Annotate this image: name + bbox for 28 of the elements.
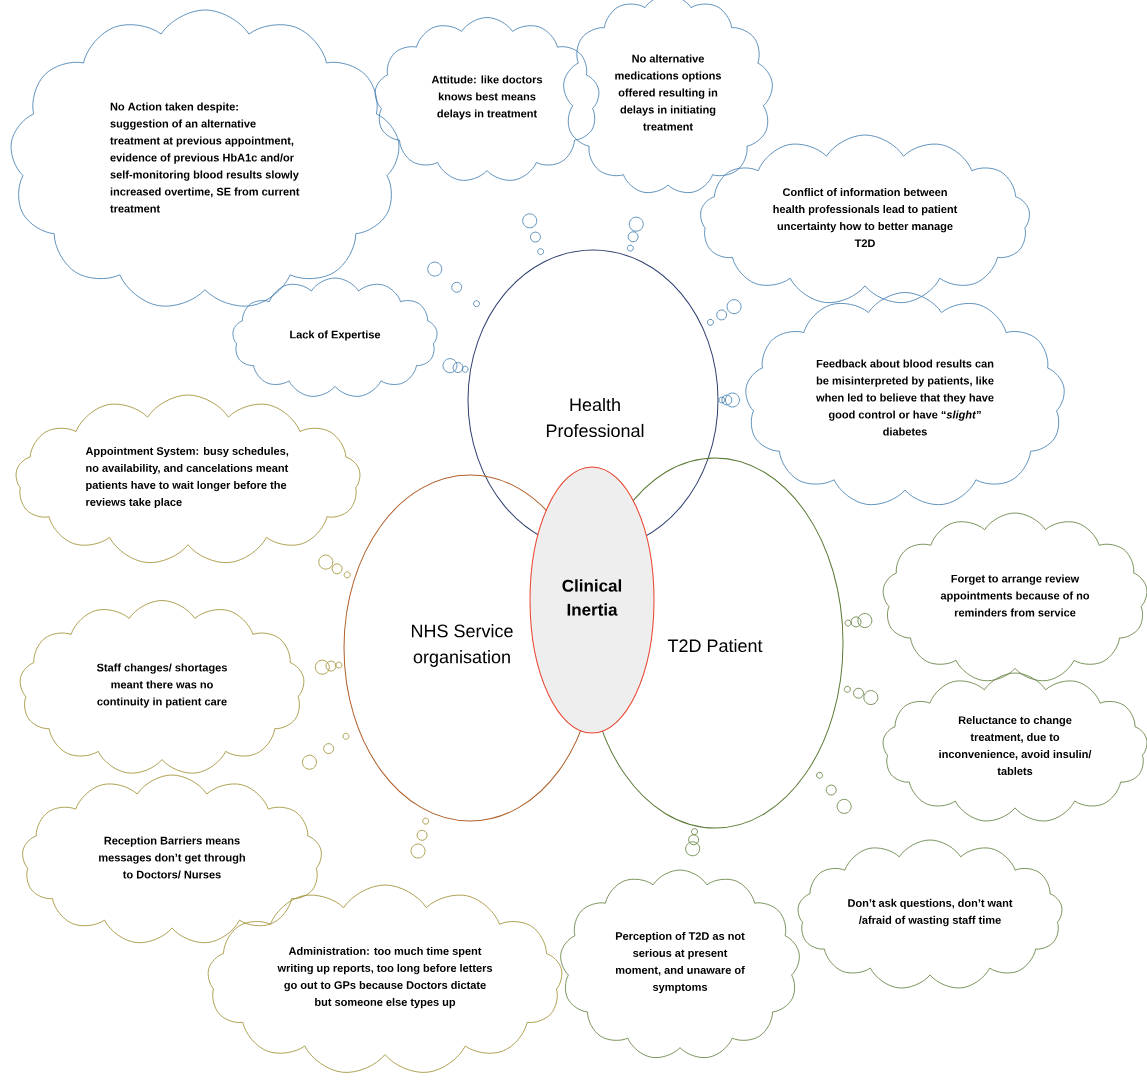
thought-bubbles <box>522 213 544 256</box>
thought-cloud: Forget to arrange review appointments because of no reminders from service <box>882 512 1147 682</box>
thought-bubbles <box>442 358 469 374</box>
thought-cloud: Lack of Expertise <box>232 277 438 397</box>
thought-bubbles <box>302 732 350 770</box>
thought-bubbles <box>843 685 879 705</box>
thought-cloud: Staff changes/ shortages meant there was no continuity in patient care <box>19 600 305 774</box>
thought-bubbles <box>314 659 343 675</box>
thought-cloud: Administration: too much time spent writing up reports, too long before letters go out to GPs because Doctors dictate but someone else types up <box>207 884 563 1073</box>
thought-cloud: No Action taken despite: suggestion of an alternative treatment at previous appointment, evidence of previous HbA1c and/or self-monitoring blood results slowly increased overtime, SE from current treatment <box>10 9 400 307</box>
thought-bubbles <box>410 817 430 859</box>
thought-cloud: Attitude: like doctors knows best means delays in treatment <box>374 17 600 181</box>
thought-cloud: No alternative medications options offered resulting in delays in initiating treatment <box>563 0 773 193</box>
thought-bubbles <box>816 771 852 814</box>
thought-cloud: Don’t ask questions, don’t want /afraid of wasting staff time <box>797 839 1063 989</box>
thought-cloud: Appointment System: busy schedules, no availability, and cancelations meant patients have to wait longer before the reviews take place <box>15 394 361 564</box>
thought-cloud: Reluctance to change treatment, due to inconvenience, avoid insulin/ tablets <box>882 672 1147 822</box>
thought-cloud: Feedback about blood results can be misinterpreted by patients, like when led to believe that they have good control or have “slight” diabetes <box>745 292 1065 506</box>
thought-bubbles <box>685 828 701 857</box>
thought-bubbles <box>707 299 742 326</box>
thought-cloud: Conflict of information between health professionals lead to patient uncertainty how to better manage T2D <box>700 134 1030 304</box>
thought-bubbles <box>427 261 480 308</box>
thought-bubbles <box>626 216 644 252</box>
thought-bubbles <box>318 554 351 579</box>
thought-cloud: Perception of T2D as not serious at present moment, and unaware of symptoms <box>560 869 800 1058</box>
thought-cloud: Reception Barriers means messages don’t get through to Doctors/ Nurses <box>22 774 322 944</box>
thought-bubbles <box>844 613 873 628</box>
thought-bubbles <box>718 392 740 408</box>
